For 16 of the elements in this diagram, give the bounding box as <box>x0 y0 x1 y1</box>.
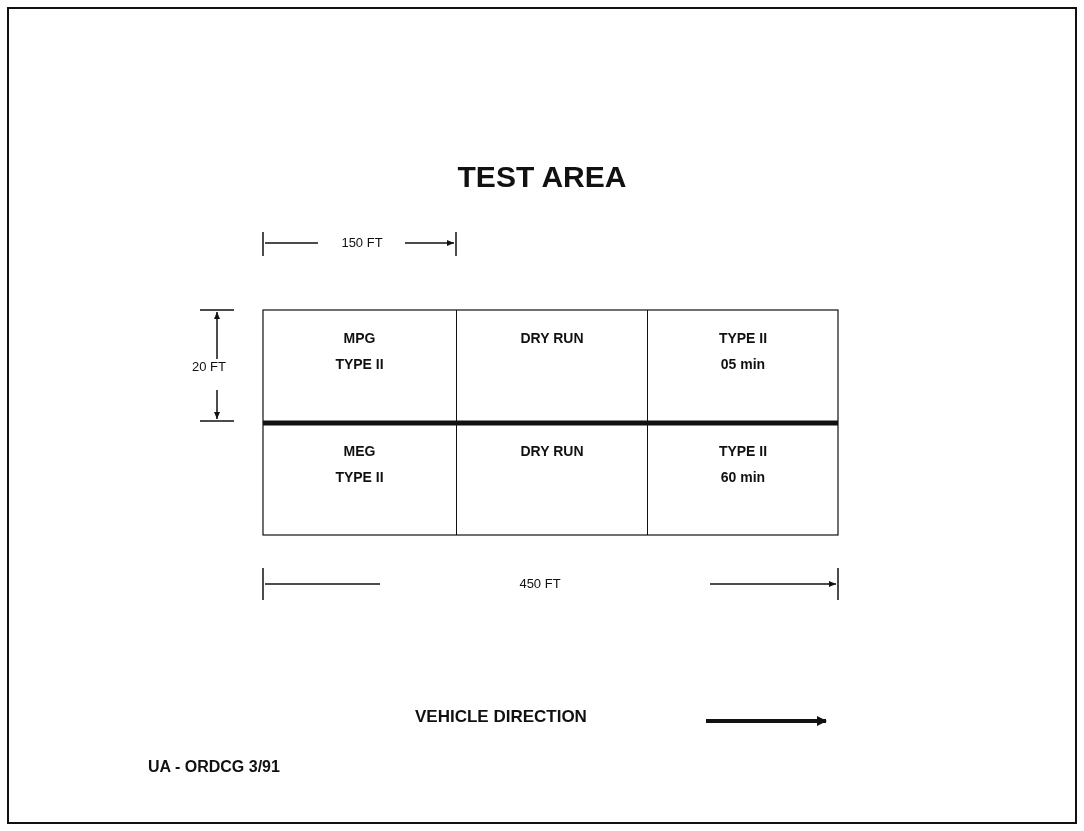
cell-text: DRY RUN <box>519 443 585 459</box>
note: UA - ORDCG 3/91 <box>148 758 280 776</box>
cell-text: 05 min <box>719 356 767 372</box>
cell-text: MEG <box>342 443 377 459</box>
direction-label: VEHICLE DIRECTION <box>415 707 587 727</box>
cell-text: TYPE II <box>717 443 769 459</box>
dimension-label: 450 FT <box>518 576 562 591</box>
cell-text: TYPE II <box>334 356 385 372</box>
cell-text: DRY RUN <box>519 330 585 346</box>
cell-text: MPG <box>342 330 377 346</box>
title: TEST AREA <box>456 160 628 194</box>
cell-text: TYPE II <box>334 469 385 485</box>
dimension-label: 150 FT <box>340 235 384 250</box>
dimension-label: 20 FT <box>190 359 228 374</box>
cell-text: 60 min <box>719 469 767 485</box>
cell-text: TYPE II <box>717 330 769 346</box>
